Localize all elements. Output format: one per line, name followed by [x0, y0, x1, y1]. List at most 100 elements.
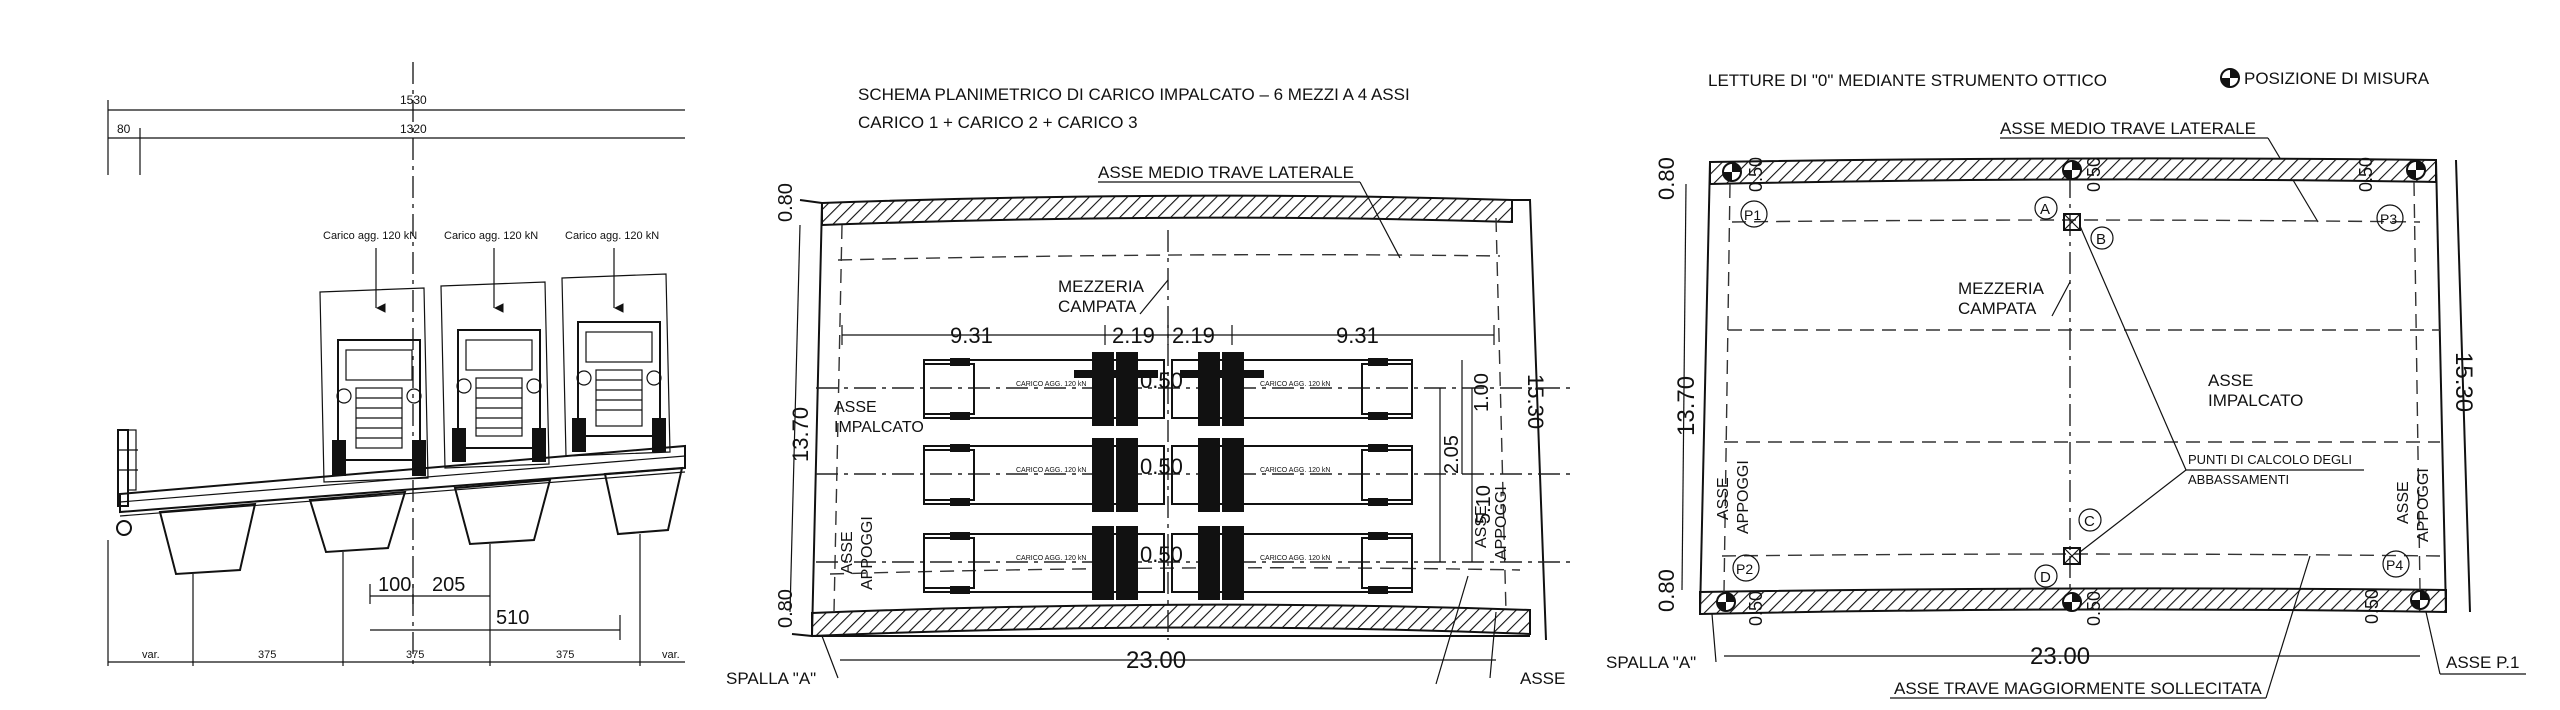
truck-front-1: [319, 287, 429, 483]
mezzeria-line1: MEZZERIA: [1958, 279, 2045, 298]
truck-label: CARICO AGG. 120 kN: [1016, 381, 1086, 388]
load-plan-panel: SCHEMA PLANIMETRICO DI CARICO IMPALCATO …: [726, 85, 1572, 688]
measure-point-icon: [2406, 160, 2426, 180]
dim-050-tm: 0.50: [2084, 157, 2104, 192]
dim-080-top: 0.80: [1654, 157, 1679, 200]
measure-point-icon: [2410, 590, 2430, 610]
dim-050-b: 0.50: [1140, 454, 1183, 479]
dim-1370: 13.70: [1673, 376, 1700, 436]
dim-80-label: 80: [117, 122, 131, 136]
load-label-2: Carico agg. 120 kN: [444, 230, 538, 242]
left-edge: [791, 199, 824, 638]
dim-080-bot: 0.80: [775, 589, 797, 628]
spalla-leader: [1711, 613, 1717, 663]
truck-label: CARICO AGG. 120 kN: [1260, 381, 1330, 388]
truck-label: CARICO AGG. 120 kN: [1260, 555, 1330, 562]
mezzeria-leader: [1139, 279, 1169, 315]
asse-medio-leader: [1359, 181, 1401, 259]
spalla-leader: [821, 635, 839, 679]
point-d: D: [2034, 564, 2058, 588]
asse-appoggi-right-1: ASSE: [2395, 481, 2412, 524]
dim-var-left: var.: [142, 649, 160, 661]
dim-050-bl: 0.50: [1746, 591, 1766, 626]
dim-080-bot: 0.80: [1654, 569, 1679, 612]
dashed-line: [837, 253, 1501, 261]
asse-appoggi-right-2: APPOGGI: [1493, 486, 1510, 560]
dashed-line: [1731, 219, 2421, 223]
dim-1530-label: 1530: [400, 93, 427, 107]
truck-label: CARICO AGG. 120 kN: [1016, 467, 1086, 474]
dim-205: 2.05: [1441, 435, 1463, 474]
dashed-line: [829, 567, 1521, 575]
punti-leader-lower: [2079, 469, 2187, 553]
asse-appoggi-left-2: APPOGGI: [1735, 460, 1752, 534]
spalla-label: SPALLA "A": [726, 669, 816, 688]
measure-point-icon: [1716, 592, 1736, 612]
dim-050-br: 0.50: [2362, 589, 2382, 624]
dim-080-top: 0.80: [775, 183, 797, 222]
svg-text:P3: P3: [2380, 211, 2397, 227]
calc-point-upper: [2063, 213, 2081, 231]
asse-impalcato-1: ASSE: [2208, 371, 2253, 390]
asse-p1-label: ASSE P.1: [2446, 653, 2519, 672]
asse-p1-leader: [2425, 611, 2441, 675]
dim-line-1370: [1681, 183, 1687, 591]
dim-1530: 15.30: [2450, 352, 2477, 412]
dim-1530: 15.30: [1523, 374, 1548, 429]
mezzeria-leader: [2051, 281, 2071, 317]
dim-510-label: 510: [496, 607, 529, 629]
dim-2300: 23.00: [1126, 647, 1186, 674]
asse-trave-label: ASSE TRAVE MAGGIORMENTE SOLLECITATA: [1894, 679, 2262, 698]
measure-point-icon: [2062, 160, 2082, 180]
svg-text:P4: P4: [2386, 557, 2403, 573]
point-p4: P4: [2382, 550, 2410, 578]
dim-219-left: 2.19: [1112, 323, 1155, 348]
asse-right-leader: [1489, 611, 1497, 679]
svg-text:P1: P1: [1744, 207, 1761, 223]
dim-375-a: 375: [258, 649, 276, 661]
truck-plan-row-2: CARICO AGG. 120 kN CARICO AGG. 120 kN: [923, 438, 1413, 512]
dim-205-label: 205: [432, 574, 465, 596]
svg-text:A: A: [2040, 201, 2050, 218]
point-p3: P3: [2376, 204, 2404, 232]
asse-appoggi-left-2: APPOGGI: [859, 516, 876, 590]
panel2-title-line1: SCHEMA PLANIMETRICO DI CARICO IMPALCATO …: [858, 85, 1410, 104]
dim-375-c: 375: [556, 649, 574, 661]
asse-impalcato-1: ASSE: [834, 399, 877, 416]
bottom-beam-strip: [811, 603, 1531, 638]
dim-050-a: 0.50: [1140, 368, 1183, 393]
dim-1320-label: 1320: [400, 122, 427, 136]
dashed-support-right: [2413, 181, 2421, 591]
dim-var-right: var.: [662, 649, 680, 661]
dim-219-right: 2.19: [1172, 323, 1215, 348]
asse-appoggi-left-1: ASSE: [839, 531, 856, 574]
dim-050-tl: 0.50: [1746, 157, 1766, 192]
asse-medio-label: ASSE MEDIO TRAVE LATERALE: [1098, 163, 1354, 182]
right-edge: [2435, 159, 2447, 613]
truck-label: CARICO AGG. 120 kN: [1016, 555, 1086, 562]
outer-right-dim: [2455, 159, 2471, 613]
point-b: B: [2090, 226, 2114, 250]
asse-appoggi-right-2: APPOGGI: [2415, 468, 2432, 542]
load-label-3: Carico agg. 120 kN: [565, 230, 659, 242]
box-beams: [158, 466, 684, 576]
truck-plan-row-3: CARICO AGG. 120 kN CARICO AGG. 120 kN: [923, 526, 1413, 600]
spalla-label: SPALLA "A": [1606, 653, 1696, 672]
calc-point-lower: [2063, 547, 2081, 565]
punti-label-1: PUNTI DI CALCOLO DEGLI: [2188, 452, 2352, 467]
legend-label: POSIZIONE DI MISURA: [2244, 69, 2430, 88]
asse-leader-2: [1435, 575, 1469, 685]
point-a: A: [2034, 196, 2058, 220]
right-edge: [1512, 199, 1547, 641]
point-c: C: [2078, 508, 2102, 532]
dashed-support-left: [1723, 183, 1731, 593]
punti-label-2: ABBASSAMENTI: [2188, 472, 2289, 487]
dim-line-1370: [789, 224, 801, 613]
measure-point-legend-icon: [2220, 68, 2240, 88]
asse-appoggi-right-1: ASSE: [1473, 505, 1490, 548]
asse-impalcato-2: IMPALCATO: [834, 419, 924, 436]
dim-100: 1.00: [1471, 373, 1493, 412]
punti-leader-upper: [2079, 225, 2187, 471]
point-p2: P2: [1732, 554, 1760, 582]
